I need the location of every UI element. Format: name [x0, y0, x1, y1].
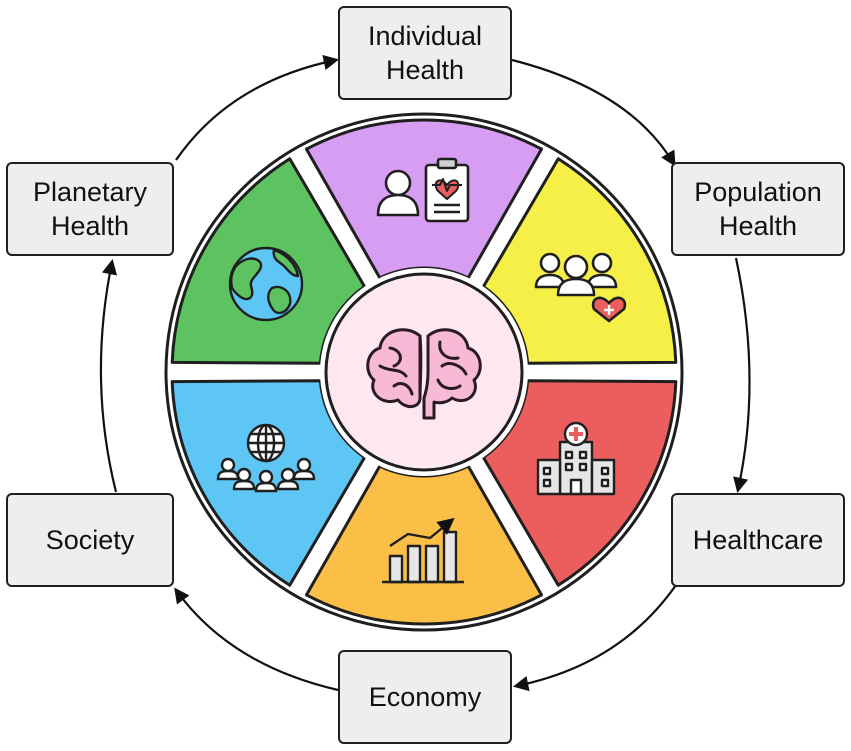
- arrow-planetary-to-individual: [175, 54, 340, 161]
- arrow-healthcare-to-economy: [512, 584, 677, 692]
- arrow-population-to-healthcare: [733, 257, 751, 494]
- group-heart-icon: [534, 252, 627, 323]
- planetary-health-box[interactable]: Planetary Health: [6, 162, 174, 256]
- globe-people-icon: [216, 423, 316, 493]
- brain-icon: [366, 328, 482, 420]
- arrow-society-to-planetary: [99, 258, 118, 493]
- population-health-label: Population Health: [694, 177, 822, 241]
- economy-box[interactable]: Economy: [338, 650, 512, 744]
- arrow-individual-to-population: [511, 58, 676, 167]
- individual-health-label: Individual Health: [367, 21, 483, 85]
- planetary-health-label: Planetary Health: [32, 177, 148, 241]
- society-box[interactable]: Society: [6, 493, 174, 587]
- society-label: Society: [45, 525, 135, 555]
- bar-chart-growth-icon: [382, 517, 464, 584]
- healthcare-label: Healthcare: [692, 525, 824, 555]
- hospital-icon: [536, 421, 616, 496]
- patient-clipboard-icon: [376, 157, 470, 223]
- earth-globe-icon: [228, 246, 304, 322]
- center-circle: [324, 272, 524, 472]
- healthcare-box[interactable]: Healthcare: [671, 493, 845, 587]
- population-health-box[interactable]: Population Health: [671, 162, 845, 256]
- individual-health-box[interactable]: Individual Health: [338, 6, 512, 100]
- cycle-arrows: [99, 54, 751, 692]
- economy-label: Economy: [368, 682, 482, 712]
- arrow-economy-to-society: [174, 587, 339, 692]
